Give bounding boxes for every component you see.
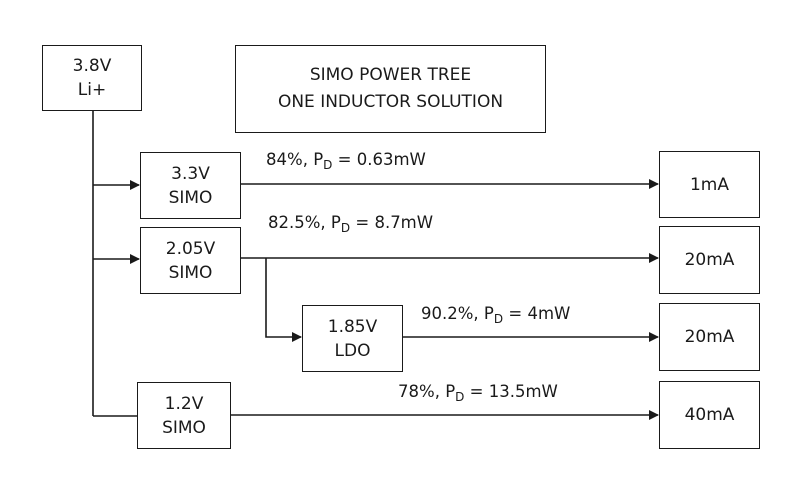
pd-subscript: D	[493, 312, 504, 326]
regulator-type: SIMO	[168, 187, 213, 208]
pd-value: = 4mW	[508, 304, 571, 323]
pd-subscript: D	[340, 221, 351, 235]
pd-value: = 13.5mW	[469, 382, 558, 401]
regulator-voltage: 1.85V	[327, 316, 378, 337]
source-voltage: 3.8V	[72, 56, 112, 76]
load-box-3: 20mA	[659, 303, 760, 371]
pd-symbol: P	[313, 150, 324, 169]
regulator-1v85-ldo: 1.85V LDO	[302, 305, 403, 372]
regulator-type: SIMO	[168, 262, 213, 283]
regulator-type: SIMO	[162, 417, 206, 438]
branch-4-efficiency-label: 78%, PD = 13.5mW	[398, 382, 558, 404]
regulator-voltage: 3.3V	[171, 163, 210, 184]
efficiency-value: 78%	[398, 382, 435, 401]
regulator-type: LDO	[334, 340, 371, 361]
regulator-1v2-simo: 1.2V SIMO	[137, 382, 231, 449]
pd-value: = 8.7mW	[355, 213, 434, 232]
load-box-2: 20mA	[659, 226, 760, 294]
efficiency-value: 82.5%	[268, 213, 321, 232]
pd-subscript: D	[455, 390, 465, 404]
battery-source-box: 3.8V Li+	[42, 45, 142, 111]
regulator-2v05-simo: 2.05V SIMO	[140, 227, 241, 294]
regulator-3v3-simo: 3.3V SIMO	[140, 152, 241, 219]
load-current: 20mA	[684, 327, 735, 347]
load-box-1: 1mA	[659, 151, 760, 218]
load-current: 20mA	[684, 250, 735, 270]
diagram-title-box: SIMO POWER TREE ONE INDUCTOR SOLUTION	[235, 45, 546, 133]
pd-value: = 0.63mW	[337, 150, 426, 169]
title-line-2: ONE INDUCTOR SOLUTION	[277, 92, 504, 112]
load-current: 1mA	[689, 174, 729, 195]
efficiency-value: 84%	[266, 150, 303, 169]
load-box-4: 40mA	[659, 381, 760, 449]
feed-ldo-wire	[265, 258, 302, 342]
load-current: 40mA	[684, 405, 735, 425]
regulator-voltage: 2.05V	[165, 238, 216, 259]
efficiency-value: 90.2%	[421, 304, 474, 323]
branch-2-efficiency-label: 82.5%, PD = 8.7mW	[268, 213, 434, 235]
branch-3-efficiency-label: 90.2%, PD = 4mW	[421, 304, 571, 326]
title-line-1: SIMO POWER TREE	[309, 65, 472, 85]
pd-symbol: P	[483, 304, 494, 323]
regulator-voltage: 1.2V	[164, 393, 204, 414]
pd-subscript: D	[323, 158, 333, 172]
pd-symbol: P	[445, 382, 456, 401]
pd-symbol: P	[330, 213, 341, 232]
source-type: Li+	[77, 80, 107, 100]
branch-1-efficiency-label: 84%, PD = 0.63mW	[266, 150, 426, 172]
